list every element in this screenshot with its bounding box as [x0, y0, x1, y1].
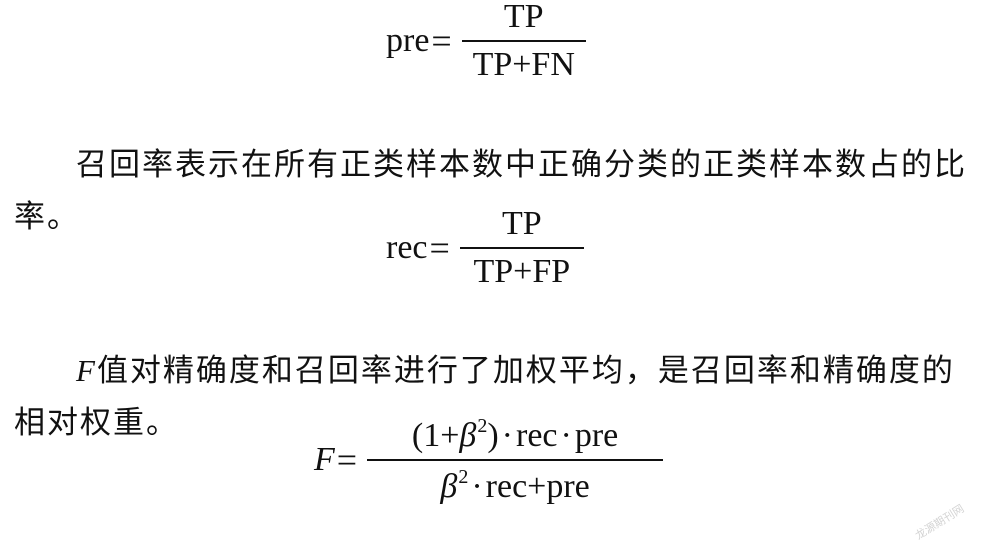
beta-exponent: 2	[477, 415, 488, 437]
beta-symbol: β	[440, 468, 458, 505]
rec-term: rec	[516, 417, 558, 454]
recall-definition-paragraph: 召回率表示在所有正类样本数中正确分类的正类样本数占的比率。	[14, 147, 967, 235]
fraction-bar	[367, 459, 664, 461]
document-page: pre= TP TP+FN 召回率表示在所有正类样本数中正确分类的正类样本数占的…	[14, 0, 974, 542]
precision-numerator: TP	[503, 0, 544, 35]
precision-fraction: TP TP+FN	[461, 0, 586, 83]
precision-formula: pre= TP TP+FN	[386, 0, 586, 82]
dot-operator: ·	[471, 468, 483, 505]
f-definition-text: 值对精确度和召回率进行了加权平均，是召回率和精确度的相对权重。	[14, 353, 955, 441]
rec-term: rec	[485, 468, 528, 505]
recall-denominator: TP+FP	[473, 253, 571, 290]
pre-term: pre	[574, 417, 619, 454]
f-measure-formula: F= (1+β2)·rec·pre β2·rec+pre	[314, 416, 664, 504]
fraction-bar	[461, 40, 586, 42]
recall-fraction: TP TP+FP	[459, 205, 584, 290]
f-definition-paragraph: F值对精确度和召回率进行了加权平均，是召回率和精确度的相对权重。	[14, 345, 974, 449]
f-variable: F	[76, 353, 97, 388]
beta-exponent: 2	[458, 466, 469, 488]
f-measure-fraction: (1+β2)·rec·pre β2·rec+pre	[367, 416, 664, 504]
fraction-bar	[459, 247, 584, 249]
plus-sign: +	[527, 468, 547, 505]
recall-lhs: rec=	[386, 230, 460, 266]
recall-formula: rec= TP TP+FP	[386, 207, 584, 289]
open-paren-term: (1+	[411, 417, 460, 454]
f-measure-lhs: F=	[314, 442, 367, 478]
watermark: 龙源期刊网	[912, 502, 967, 543]
f-measure-numerator: (1+β2)·rec·pre	[406, 416, 624, 453]
equals-sign: =	[336, 440, 358, 480]
close-paren: )	[487, 417, 499, 454]
precision-symbol: pre	[386, 22, 430, 59]
precision-denominator: TP+FN	[472, 46, 575, 83]
equals-sign: =	[431, 21, 452, 61]
f-measure-denominator: β2·rec+pre	[434, 467, 595, 504]
pre-term: pre	[546, 468, 590, 505]
recall-symbol: rec	[386, 229, 428, 266]
recall-numerator: TP	[501, 205, 542, 242]
dot-operator: ·	[560, 417, 572, 454]
equals-sign: =	[429, 228, 450, 268]
beta-symbol: β	[459, 417, 477, 454]
dot-operator: ·	[501, 417, 513, 454]
f-measure-symbol: F	[314, 441, 335, 478]
precision-lhs: pre=	[386, 23, 462, 59]
